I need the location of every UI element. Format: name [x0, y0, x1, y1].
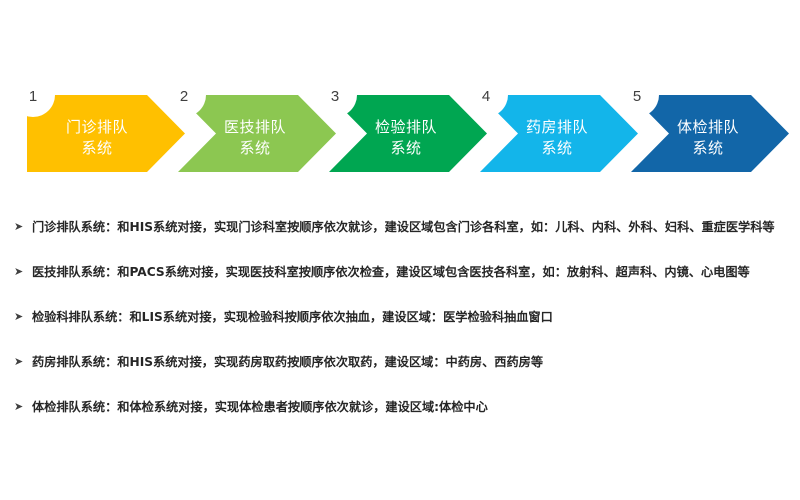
list-item-text: 药房排队系统：和HIS系统对接，实现药房取药按顺序依次取药，建设区域：中药房、西…	[32, 355, 544, 369]
list-item: ➤ 检验科排队系统：和LIS系统对接，实现检验科按顺序依次抽血，建设区域：医学检…	[0, 308, 800, 353]
process-step-5-shape	[631, 95, 789, 172]
process-step-1-number: 1	[29, 88, 37, 105]
process-step-5-label-line2: 系统	[692, 140, 723, 157]
process-step-1-shape	[27, 95, 185, 172]
process-step-3[interactable]: 检验排队 系统 3	[329, 88, 487, 172]
process-step-2-number: 2	[180, 88, 188, 105]
list-item: ➤ 医技排队系统：和PACS系统对接，实现医技科室按顺序依次检查，建设区域包含医…	[0, 263, 800, 308]
process-step-1[interactable]: 门诊排队 系统 1	[27, 88, 185, 172]
process-step-4-label-line2: 系统	[541, 140, 572, 157]
list-item-text: 门诊排队系统：和HIS系统对接，实现门诊科室按顺序依次就诊，建设区域包含门诊各科…	[32, 220, 775, 234]
process-step-3-shape	[329, 95, 487, 172]
bullet-arrow-icon: ➤	[14, 310, 24, 323]
bullet-arrow-icon: ➤	[14, 265, 24, 278]
list-item: ➤ 药房排队系统：和HIS系统对接，实现药房取药按顺序依次取药，建设区域：中药房…	[0, 353, 800, 398]
process-step-3-label-line1: 检验排队	[375, 119, 437, 136]
list-item-text: 检验科排队系统：和LIS系统对接，实现检验科按顺序依次抽血，建设区域：医学检验科…	[32, 310, 553, 324]
bullet-arrow-icon: ➤	[14, 220, 24, 233]
bullet-arrow-icon: ➤	[14, 400, 24, 413]
process-step-1-label-line1: 门诊排队	[66, 119, 128, 136]
bullet-arrow-icon: ➤	[14, 355, 24, 368]
list-item: ➤ 体检排队系统：和体检系统对接，实现体检患者按顺序依次就诊，建设区域:体检中心	[0, 398, 800, 443]
process-step-4-number: 4	[482, 88, 490, 105]
list-item: ➤ 门诊排队系统：和HIS系统对接，实现门诊科室按顺序依次就诊，建设区域包含门诊…	[0, 218, 800, 263]
process-step-1-label-line2: 系统	[81, 140, 112, 157]
process-step-5-number: 5	[633, 88, 641, 105]
process-step-3-label-line2: 系统	[390, 140, 421, 157]
list-item-text: 医技排队系统：和PACS系统对接，实现医技科室按顺序依次检查，建设区域包含医技各…	[32, 265, 750, 279]
process-step-3-number: 3	[331, 88, 339, 105]
process-step-5[interactable]: 体检排队 系统 5	[631, 88, 789, 172]
process-step-2[interactable]: 医技排队 系统 2	[178, 88, 336, 172]
process-step-2-label-line2: 系统	[239, 140, 270, 157]
process-step-4-shape	[480, 95, 638, 172]
process-step-2-label-line1: 医技排队	[224, 119, 286, 136]
process-step-5-label-line1: 体检排队	[677, 119, 739, 136]
process-flow-diagram: 门诊排队 系统 1 医技排队 系统 2 检验排队 系统 3 药房排队 系统 4	[0, 0, 800, 190]
process-step-4-label-line1: 药房排队	[526, 119, 588, 136]
list-item-text: 体检排队系统：和体检系统对接，实现体检患者按顺序依次就诊，建设区域:体检中心	[32, 400, 488, 414]
description-bullet-list: ➤ 门诊排队系统：和HIS系统对接，实现门诊科室按顺序依次就诊，建设区域包含门诊…	[0, 218, 800, 443]
process-step-2-shape	[178, 95, 336, 172]
process-step-4[interactable]: 药房排队 系统 4	[480, 88, 638, 172]
